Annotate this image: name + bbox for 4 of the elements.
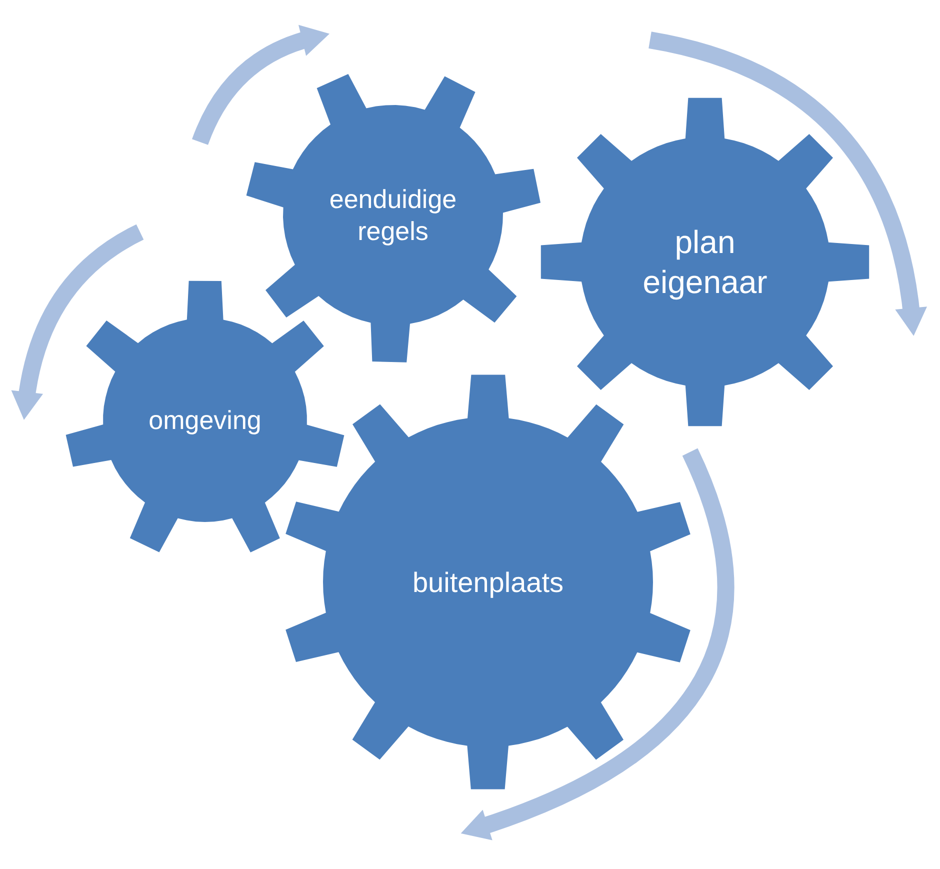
gear-label: plan eigenaar	[642, 223, 768, 302]
gear-label: omgeving	[148, 404, 262, 436]
gear-label: eenduidige regels	[328, 182, 458, 248]
gear-label: buitenplaats	[412, 566, 564, 600]
